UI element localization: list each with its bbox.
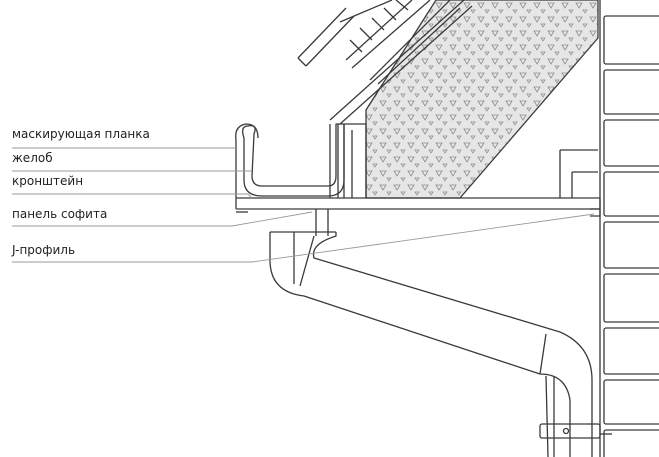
label-bracket: кронштейн (12, 174, 84, 188)
soffit-panel-shape (235, 197, 601, 210)
label-j-profile: J-профиль (12, 243, 76, 257)
leader-lines (12, 147, 595, 263)
masking-strip (235, 123, 259, 141)
roof-structure (297, 0, 598, 198)
downpipe (269, 209, 612, 457)
gutter-body (242, 123, 345, 197)
label-gutter: желоб (12, 151, 53, 165)
insulation-layer (365, 0, 599, 199)
brick-wall (599, 0, 659, 457)
label-masking-strip: маскирующая планка (12, 127, 150, 141)
label-soffit-panel: панель софита (12, 207, 108, 221)
